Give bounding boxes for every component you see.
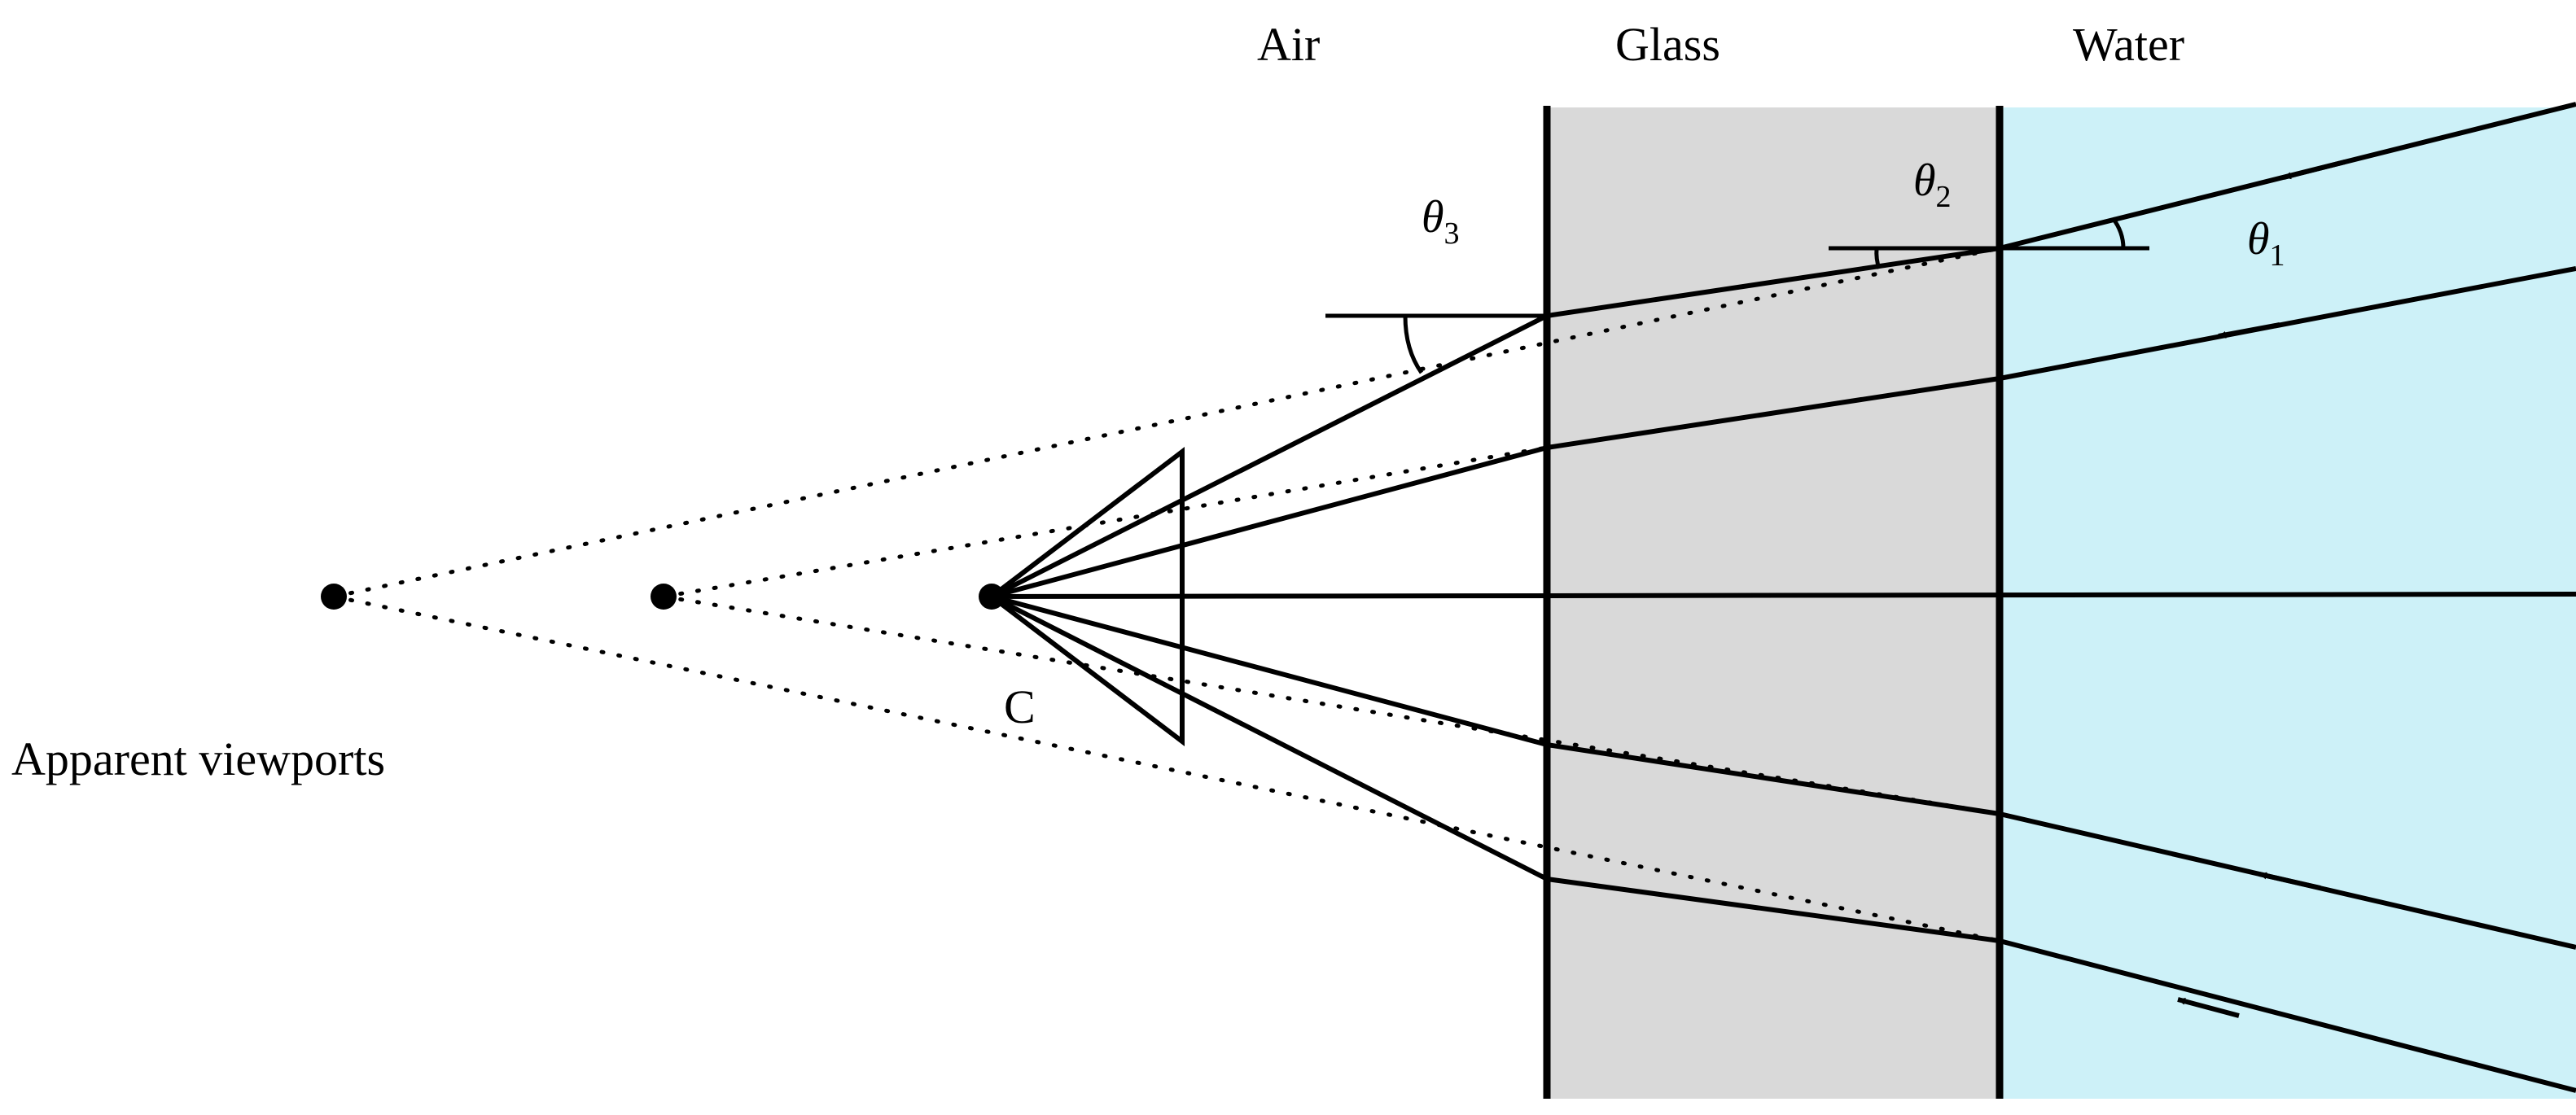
ray-direction-arrows (2177, 160, 2346, 1018)
water-label: Water (2073, 18, 2184, 71)
dotted-ray-1 (331, 246, 2002, 599)
ray-2 (991, 266, 2576, 599)
camera-center-label: C (1004, 680, 1036, 733)
glass-label: Glass (1615, 18, 1720, 71)
arrow-ray-5 (2177, 997, 2240, 1018)
arrow-ray-4 (2258, 872, 2321, 890)
arrow-ray-2 (2218, 322, 2280, 339)
water-region (2000, 107, 2576, 1099)
theta3-label: θ3 (1422, 192, 1460, 251)
dotted-ray-4 (331, 594, 2002, 943)
arrow-ray-1 (2283, 160, 2346, 180)
air-label: Air (1257, 18, 1320, 71)
theta1-label: θ1 (2247, 214, 2285, 273)
glass-region (1547, 107, 2000, 1099)
theta2-label: θ2 (1913, 155, 1952, 214)
ray-5 (990, 594, 2576, 1093)
dotted-ray-2 (661, 445, 1549, 599)
apparent-viewports-label: Apparent viewports (11, 732, 385, 785)
angle-arc-theta3 (1403, 315, 1424, 374)
ray-3 (991, 592, 2576, 599)
